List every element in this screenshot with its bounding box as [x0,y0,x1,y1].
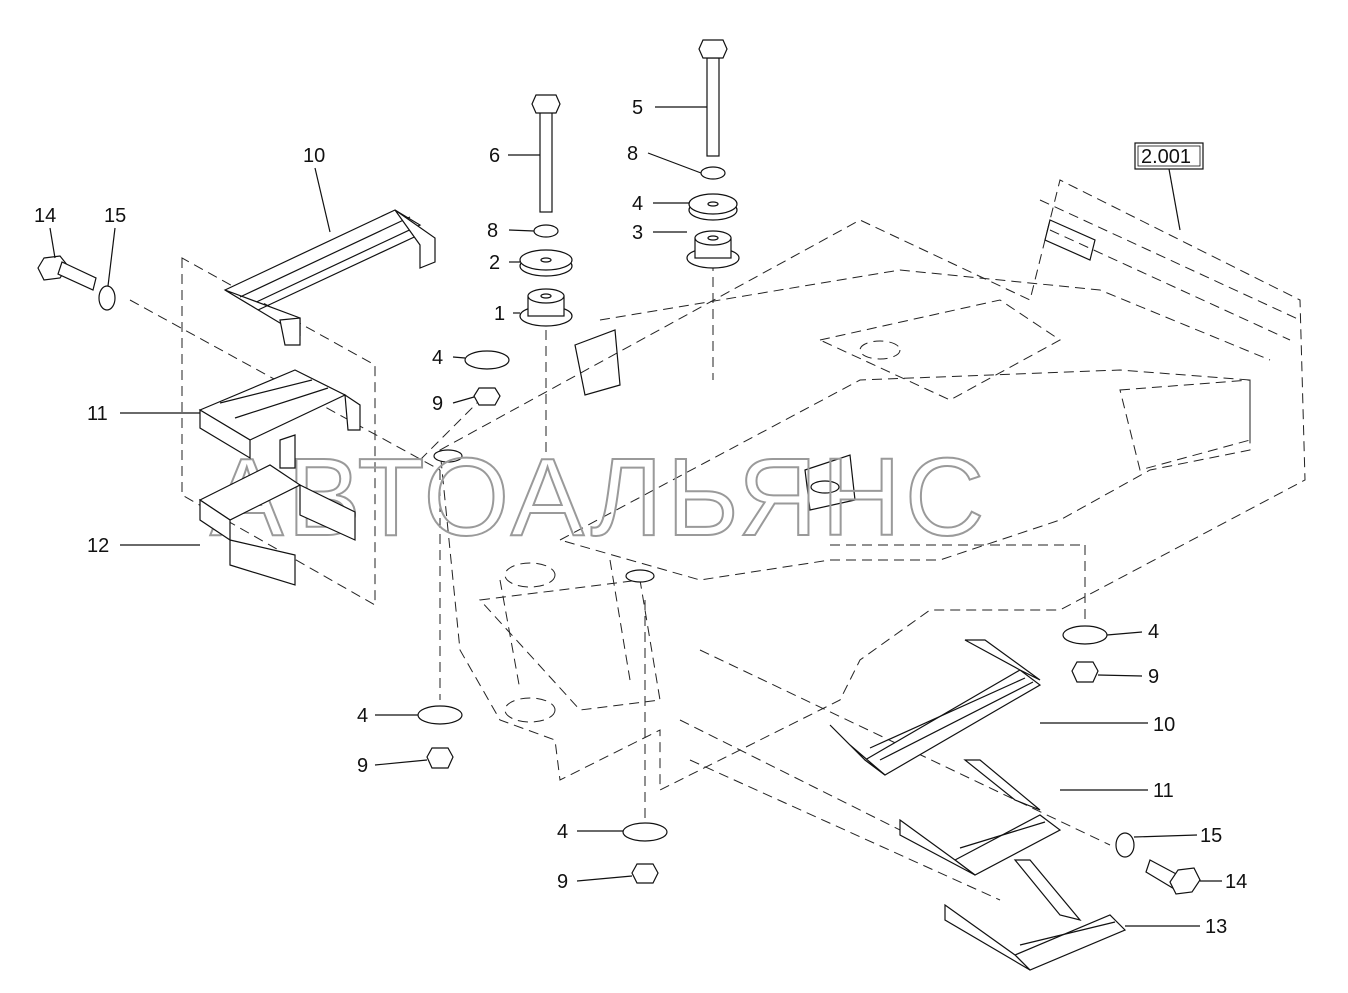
callout-2: 2 [489,252,500,274]
callout-15-right: 15 [1200,825,1222,847]
callout-4-d: 4 [1148,621,1159,643]
callout-15-left: 15 [104,205,126,227]
callout-9-d: 9 [557,871,568,893]
washer-4-d [1062,625,1108,645]
callout-8-left: 8 [487,220,498,242]
callout-1: 1 [494,303,505,325]
step-11-right [899,759,1062,876]
cushion-2 [519,249,573,277]
bolt-5 [698,39,728,157]
leader-lines [49,106,1222,927]
cushion-4-top [688,193,738,221]
nut-9-d [631,863,659,884]
washer-4-e [622,822,668,842]
step-11-left [198,369,361,469]
callout-8-right: 8 [627,143,638,165]
callout-4-a: 4 [432,347,443,369]
callout-5: 5 [632,97,643,119]
washer-15-left [98,285,116,311]
callout-4-c: 4 [357,705,368,727]
callout-11-left: 11 [87,403,108,425]
bolt-6 [531,94,561,213]
callout-14-right: 14 [1225,871,1247,893]
step-13-right [944,859,1127,971]
rubber-mount-3 [686,230,740,269]
washer-8-left [533,224,559,238]
callout-10-right: 10 [1153,714,1175,736]
reference-box-label: 2.001 [1141,146,1191,168]
step-10-right [829,639,1042,776]
callout-9-c: 9 [1148,666,1159,688]
nut-9-b [426,747,454,769]
washer-8-right [700,166,726,180]
callout-4-top: 4 [632,193,643,215]
nut-9-c [1071,661,1099,683]
washer-4-a [464,350,510,370]
callout-14-left: 14 [34,205,56,227]
washer-4-c [417,705,463,725]
callout-12: 12 [87,535,109,557]
callout-13: 13 [1205,916,1227,938]
callout-6: 6 [489,145,500,167]
callout-9-b: 9 [357,755,368,777]
callout-9-a: 9 [432,393,443,415]
callout-4-e: 4 [557,821,568,843]
washer-15-right [1115,832,1135,858]
step-12-left [198,464,356,586]
bolt-14-right [1145,859,1201,895]
cab-frame [433,179,1306,791]
rubber-mount-1 [519,288,573,327]
step-10-left [223,209,436,346]
callout-11-right: 11 [1153,780,1174,802]
callout-labels: 10 14 15 6 5 8 8 2 4 3 1 4 9 11 12 4 9 1… [34,97,1247,938]
callout-10-left: 10 [303,145,325,167]
callout-3: 3 [632,222,643,244]
nut-9-a [473,387,501,406]
bolt-14-left [37,255,97,291]
watermark: АВТОАЛЬЯНС [210,436,988,559]
reference-box: 2.001 [1134,142,1204,231]
